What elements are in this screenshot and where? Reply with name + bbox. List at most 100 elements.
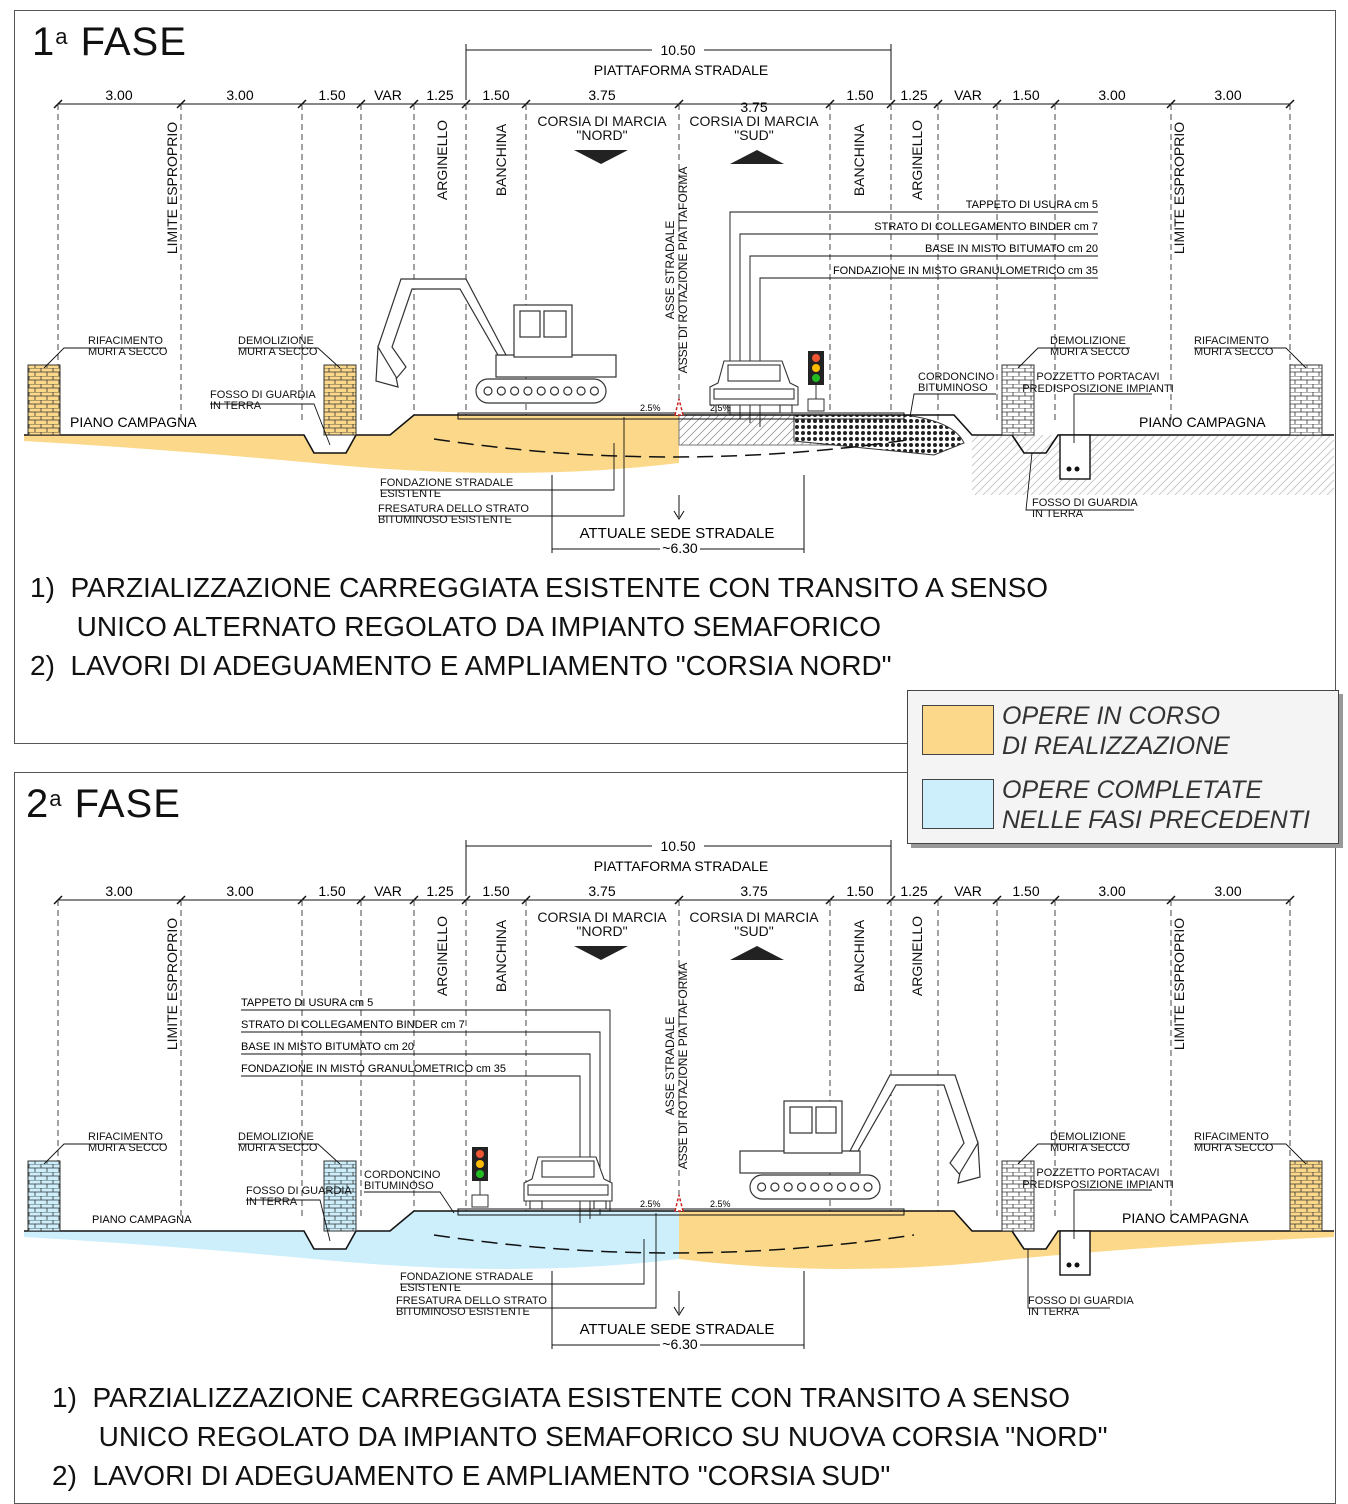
attuale-dim-value: ~6.30 (662, 1336, 698, 1352)
leader-rifacimento-right (1194, 347, 1307, 369)
label-piano-right: PIANO CAMPAGNA (1139, 414, 1266, 430)
leader-demolizione-left (238, 347, 341, 369)
width-value: 1.50 (1012, 883, 1039, 899)
zone-limite-left: LIMITE ESPROPRIO (164, 122, 180, 254)
leader-fresatura (396, 1213, 657, 1309)
arrow-up-icon (730, 946, 784, 960)
ground-line (24, 414, 1334, 454)
width-value: 3.00 (1098, 87, 1125, 103)
layer-label: TAPPETO DI USURA cm 5 (241, 997, 373, 1009)
leader-fondazione (400, 1239, 645, 1285)
label-piano-left: PIANO CAMPAGNA (70, 414, 197, 430)
legend-label-in-progress: OPERE IN CORSO DI REALIZZAZIONE (1002, 702, 1230, 760)
leader-cordoncino (909, 393, 996, 418)
width-value: 1.25 (900, 87, 927, 103)
zone-corsia-sud: CORSIA DI MARCIA"SUD" (689, 909, 819, 939)
attuale-arrow-head (673, 1306, 685, 1316)
layer-leader (739, 233, 1098, 419)
zone-limite-right: LIMITE ESPROPRIO (1171, 918, 1187, 1050)
width-value: 1.50 (482, 883, 509, 899)
label-attuale: ATTUALE SEDE STRADALE (580, 525, 775, 542)
pozzetto-dot (1066, 466, 1072, 472)
phase-1-panel (14, 10, 1336, 744)
zone-banchina-left: BANCHINA (493, 919, 509, 992)
width-value: VAR (374, 87, 402, 103)
platform-dim-bg (652, 838, 704, 854)
excavator-icon (739, 1074, 981, 1200)
pozzetto-dot (1066, 1262, 1072, 1268)
traffic-light-icon (471, 1147, 489, 1208)
width-value: 3.00 (1214, 883, 1241, 899)
cone-icon (674, 1194, 684, 1212)
pozzetto-icon (1059, 434, 1091, 480)
label-piano-right: PIANO CAMPAGNA (1122, 1210, 1249, 1226)
excavator-icon (375, 278, 617, 404)
width-value: 3.00 (226, 883, 253, 899)
wall-left-rebuild (27, 1160, 61, 1232)
layer-label: FONDAZIONE IN MISTO GRANULOMETRICO cm 35 (833, 265, 1098, 277)
attuale-dim-value: ~6.30 (662, 540, 698, 556)
pozzetto-dot (1074, 1262, 1080, 1268)
width-value: 3.75 (588, 883, 615, 899)
foundation-line (433, 1234, 915, 1254)
legend-label-completed: OPERE COMPLETATE NELLE FASI PRECEDENTI (1002, 776, 1310, 834)
width-value: 3.00 (226, 87, 253, 103)
leader-fosso-left (210, 403, 331, 446)
platform-dim-label: PIATTAFORMA STRADALE (594, 62, 769, 78)
slope-left-label: 2.5% (640, 1199, 661, 1209)
leader-demolizione-right (1017, 1143, 1130, 1165)
leader-fresatura (378, 417, 625, 517)
right-terrain-area (972, 435, 1334, 495)
phase-2-panel (14, 772, 1336, 1504)
phase-1-title: 1a FASE (26, 20, 193, 65)
phase-2-title: 2a FASE (20, 782, 187, 827)
width-value: 3.75 (740, 883, 767, 899)
zone-asse: ASSE STRADALEASSE DI ROTAZIONE PIATTAFOR… (663, 963, 690, 1170)
zone-banchina-right: BANCHINA (851, 919, 867, 992)
ground-line (24, 1210, 1334, 1250)
width-value: 1.25 (426, 87, 453, 103)
slope-right-label: 2.5% (710, 1199, 731, 1209)
width-value: VAR (954, 883, 982, 899)
wall-left-demolish (323, 364, 357, 436)
wall-right-demolish (1001, 364, 1035, 436)
width-value: 3.00 (1214, 87, 1241, 103)
layer-leader (749, 255, 1098, 423)
platform-dim-value: 10.50 (660, 42, 695, 58)
arrow-down-icon (574, 150, 628, 164)
wall-right-rebuild (1289, 364, 1323, 436)
zone-arginello-right: ARGINELLO (909, 916, 925, 996)
leader-cordoncino (364, 1191, 455, 1214)
width-value: 1.50 (318, 883, 345, 899)
zone-arginello-left: ARGINELLO (434, 120, 450, 200)
wall-left-demolish (323, 1160, 357, 1232)
layer-leader (241, 1009, 611, 1211)
zone-banchina-right: BANCHINA (851, 123, 867, 196)
wall-left-rebuild (27, 364, 61, 436)
zone-banchina-left: BANCHINA (493, 123, 509, 196)
slope-right-label: 2.5% (710, 403, 731, 413)
arrow-down-icon (574, 946, 628, 960)
layer-label: FONDAZIONE IN MISTO GRANULOMETRICO cm 35 (241, 1063, 506, 1075)
zone-corsia-nord: CORSIA DI MARCIA"NORD" (537, 909, 667, 939)
pozzetto-dot (1074, 466, 1080, 472)
legend-swatch-completed (922, 779, 994, 829)
layer-leader (241, 1031, 601, 1215)
width-value: 1.50 (1012, 87, 1039, 103)
leader-rifacimento-left (43, 347, 166, 369)
zone-corsia-sud: CORSIA DI MARCIA"SUD" (689, 113, 819, 143)
platform-dim-label: PIATTAFORMA STRADALE (594, 858, 769, 874)
